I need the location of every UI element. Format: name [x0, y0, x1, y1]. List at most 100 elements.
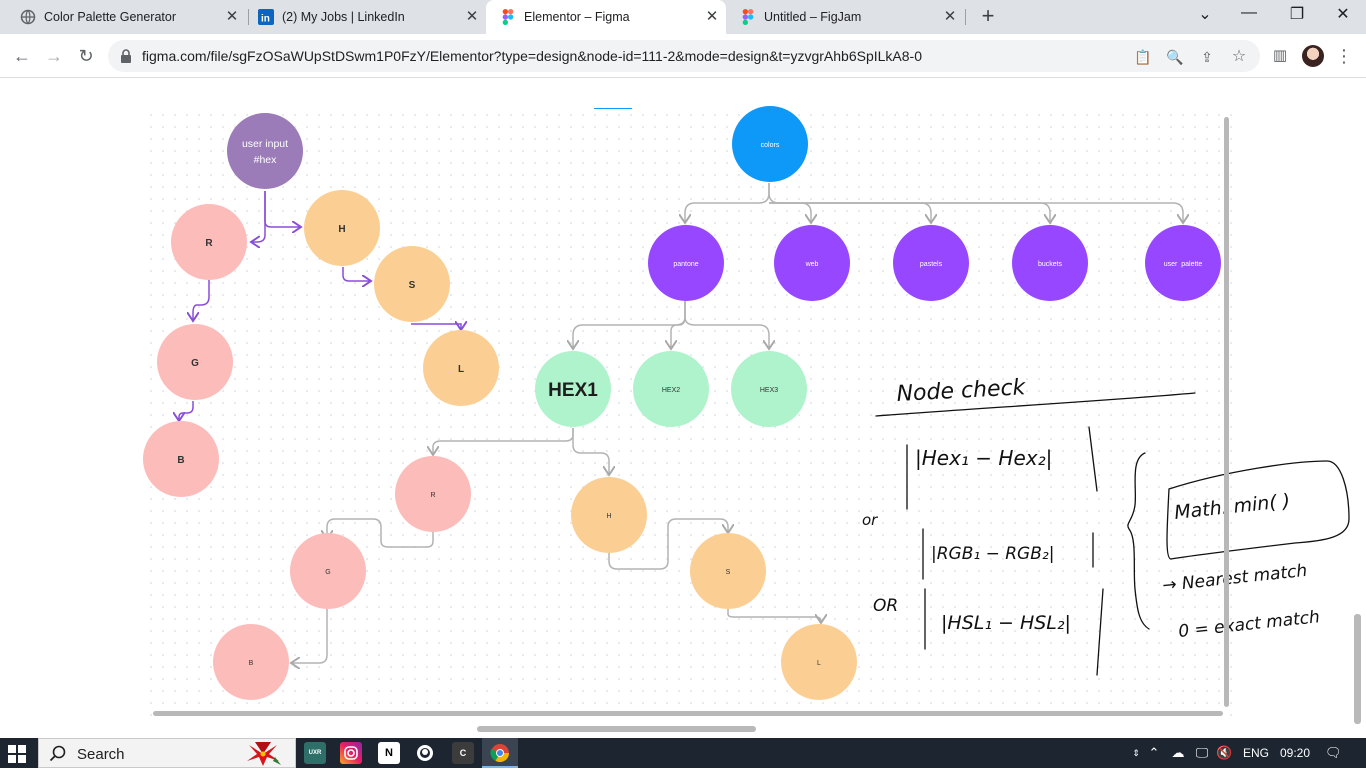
connector-h-to-s-right — [608, 518, 728, 570]
browser-menu-icon[interactable]: ⋮ — [1335, 46, 1353, 66]
ux-app-icon[interactable]: UXR — [304, 742, 326, 764]
node-web — [774, 225, 850, 301]
abs-bar — [1096, 588, 1104, 676]
tab-untitled-figjam[interactable]: Untitled – FigJam ✕ — [720, 0, 964, 34]
browser-tab-bar: Color Palette Generator ✕ in (2) My Jobs… — [0, 0, 1366, 34]
node-colors — [732, 106, 808, 182]
tab-separator — [965, 9, 966, 25]
node-label-l-right: L — [817, 660, 821, 667]
instagram-icon[interactable] — [340, 742, 362, 764]
tab-linkedin-jobs[interactable]: in (2) My Jobs | LinkedIn ✕ — [238, 0, 486, 34]
address-bar[interactable]: figma.com/file/sgFzOSaWUpStDSwm1P0FzY/El… — [108, 40, 1260, 72]
node-h-right — [571, 477, 647, 553]
node-hex2 — [633, 351, 709, 427]
node-user-palette — [1145, 225, 1221, 301]
node-label-pantone: pantone — [673, 261, 698, 268]
node-b-right — [213, 624, 289, 700]
note-or1: or — [862, 511, 878, 529]
minimize-window-button[interactable]: — — [1241, 4, 1257, 21]
zoom-icon[interactable]: 🔍 — [1166, 49, 1184, 65]
clipboard-icon[interactable]: 📋 — [1134, 49, 1152, 65]
node-label-user-palette: user palette — [1164, 261, 1203, 268]
close-tab-icon[interactable]: ✕ — [225, 8, 239, 25]
node-label-r-left: R — [205, 238, 213, 249]
tab-search-chevron-icon[interactable]: ⌄ — [1198, 6, 1212, 23]
node-r-right — [395, 456, 471, 532]
note-line2: |RGB₁ − RGB₂| — [931, 544, 1054, 564]
node-label-web: web — [805, 261, 819, 268]
close-window-button[interactable]: ✕ — [1336, 6, 1350, 23]
node-label-hex: #hex — [254, 154, 278, 166]
search-icon — [49, 745, 66, 762]
node-label-b-right: B — [249, 660, 254, 667]
node-label-buckets: buckets — [1038, 261, 1063, 268]
close-tab-icon[interactable]: ✕ — [943, 8, 957, 25]
windows-start-icon[interactable] — [8, 745, 26, 763]
note-nearest: → Nearest match — [1161, 561, 1308, 596]
left-tree-nodes: user input #hex R H S L G B — [143, 113, 499, 497]
close-tab-icon[interactable]: ✕ — [465, 8, 479, 25]
right-tree-connectors — [291, 183, 1183, 663]
back-arrow-icon[interactable]: ← — [13, 46, 31, 66]
node-label-g-left: G — [191, 358, 199, 369]
node-label-h-right: H — [606, 513, 611, 520]
share-icon[interactable]: ⇪ — [1201, 49, 1213, 65]
tab-title: Color Palette Generator — [44, 10, 177, 24]
node-hex3 — [731, 351, 807, 427]
taskbar-search-box[interactable]: Search — [38, 738, 296, 768]
close-tab-icon[interactable]: ✕ — [705, 8, 719, 25]
profile-avatar[interactable] — [1302, 45, 1324, 67]
volume-muted-icon[interactable]: 🔇 — [1216, 745, 1233, 760]
diagram-svg: user input #hex R H S L G B colors — [143, 106, 1350, 700]
windows-taskbar: Search UXR N C ⇕ ⌃ ☁ 🖵 🔇 ENG 09:20 🗨 — [0, 738, 1366, 768]
node-g-left — [157, 324, 233, 400]
show-hidden-icons-chevron-icon[interactable]: ⌃ — [1148, 745, 1160, 760]
node-label-s-right: S — [726, 569, 731, 576]
connector-colors-to-user-palette — [769, 202, 1183, 223]
forward-arrow-icon[interactable]: → — [45, 46, 63, 66]
node-g-right — [290, 533, 366, 609]
connector-colors-to-pantone — [685, 183, 770, 223]
bookmark-star-icon[interactable]: ☆ — [1231, 48, 1247, 65]
globe-icon — [20, 9, 36, 25]
design-frame[interactable]: user input #hex R H S L G B colors — [143, 106, 1350, 720]
terminal-icon[interactable]: C — [452, 742, 474, 764]
abs-bar — [1088, 426, 1098, 492]
connector-root-to-r — [251, 191, 266, 242]
note-or2: OR — [873, 596, 898, 616]
network-icon[interactable]: 🖵 — [1195, 745, 1209, 760]
onedrive-warning-icon[interactable]: ☁ — [1171, 745, 1185, 760]
restore-window-button[interactable]: ❐ — [1289, 6, 1305, 23]
node-label-h-left: H — [338, 224, 345, 235]
node-label-r-right: R — [430, 492, 435, 499]
tab-color-palette-generator[interactable]: Color Palette Generator ✕ — [0, 0, 246, 34]
connector-g-to-b — [179, 401, 194, 421]
connector-root-to-h — [264, 191, 301, 227]
tab-elementor-figma[interactable]: Elementor – Figma ✕ — [486, 0, 726, 34]
notifications-icon[interactable]: 🗨 — [1325, 745, 1342, 760]
node-label-hex1: HEX1 — [548, 380, 598, 401]
connector-r-to-g-right — [327, 518, 434, 548]
node-user-input-hex — [227, 113, 303, 189]
figma-canvas-area[interactable]: user input #hex R H S L G B colors — [0, 79, 1366, 737]
tab-title: (2) My Jobs | LinkedIn — [282, 10, 405, 24]
language-indicator[interactable]: ENG — [1243, 746, 1270, 760]
github-icon[interactable] — [414, 742, 436, 764]
chrome-icon[interactable] — [489, 742, 511, 764]
page-horizontal-scrollbar[interactable] — [477, 726, 756, 732]
node-label-g-right: G — [325, 569, 330, 576]
node-label-user-input: user input — [242, 138, 288, 150]
page-vertical-scrollbar[interactable] — [1354, 614, 1361, 724]
connector-h-to-s — [342, 267, 371, 281]
taskbar-clock[interactable]: 09:20 — [1280, 746, 1311, 760]
reload-icon[interactable]: ↻ — [78, 46, 94, 66]
node-label-colors: colors — [761, 142, 780, 149]
canvas-horizontal-scrollbar[interactable] — [153, 711, 1223, 716]
new-tab-button[interactable]: + — [981, 3, 995, 28]
side-panel-icon[interactable]: ▥ — [1272, 47, 1288, 64]
taskbar-scroll-arrows-icon[interactable]: ⇕ — [1132, 748, 1140, 758]
note-line1: |Hex₁ − Hex₂| — [915, 446, 1052, 470]
canvas-vertical-scrollbar[interactable] — [1224, 117, 1229, 707]
notion-icon[interactable]: N — [378, 742, 400, 764]
connector-hex1-to-r — [433, 428, 574, 455]
